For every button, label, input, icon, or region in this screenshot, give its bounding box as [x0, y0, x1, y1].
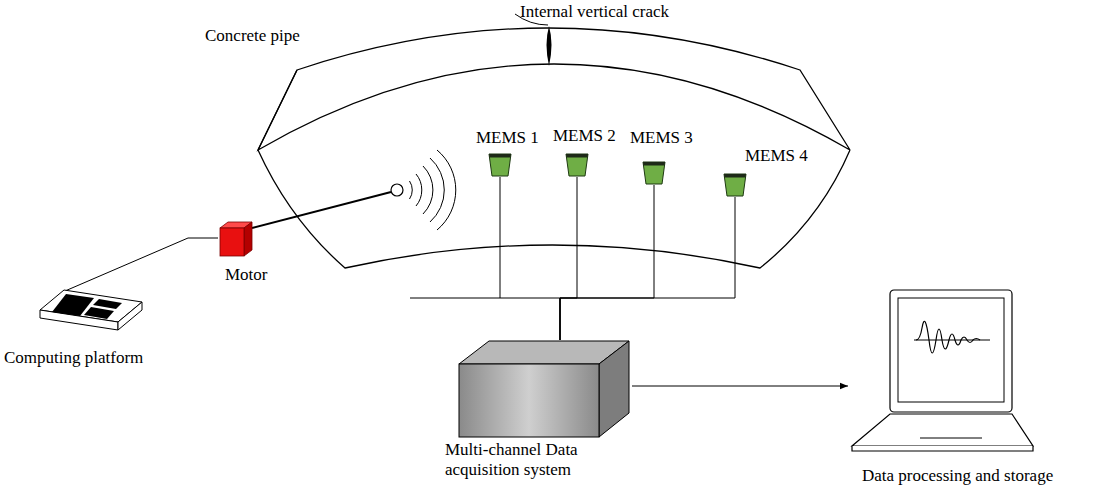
- daq-unit: Multi-channel Data acquisition system: [440, 336, 642, 482]
- mems-sensor: MEMS 2: [553, 126, 619, 180]
- node-label: Multi-channel Data acquisition system: [445, 440, 640, 480]
- sensor-symbol: [565, 153, 589, 177]
- crack-symbol: [547, 26, 552, 66]
- node-label: Concrete pipe: [205, 26, 300, 46]
- node-label: Computing platform: [4, 348, 143, 368]
- impact-head: [391, 184, 403, 196]
- sensor-symbol: [723, 173, 747, 197]
- pipe-outline: Concrete pipeMEMS 1 MEMS 2 MEMS 3 MEMS 4: [200, 0, 860, 275]
- signal-wire: [560, 197, 735, 340]
- daq-box: [458, 340, 630, 438]
- node-label: MEMS 3: [630, 128, 693, 148]
- sound-waves: [410, 150, 456, 230]
- node-label: MEMS 1: [476, 128, 539, 148]
- node-label: MEMS 2: [553, 126, 616, 146]
- signal-wire: [65, 238, 218, 291]
- signal-wire: [560, 185, 654, 340]
- signal-wire: [560, 177, 577, 340]
- mems-sensor: MEMS 1: [476, 128, 542, 180]
- signal-wire: [500, 177, 560, 340]
- node-label: Motor: [225, 265, 268, 285]
- motor-rod: [252, 192, 391, 228]
- laptop-symbol: [850, 288, 1034, 453]
- computing-platform: Computing platform: [4, 280, 184, 372]
- mems-sensor: MEMS 3: [630, 128, 696, 188]
- motor-cube: [218, 220, 254, 258]
- node-label: Data processing and storage: [862, 466, 1053, 486]
- sensor-symbol: [642, 161, 666, 185]
- wire-stub: [410, 298, 500, 299]
- data-arrow: [632, 386, 848, 387]
- sensor-symbol: [488, 153, 512, 177]
- mems-sensor: MEMS 4: [722, 146, 812, 198]
- node-label: MEMS 4: [745, 146, 808, 166]
- board-symbol: [38, 288, 144, 334]
- callout-label: Internal vertical crack: [520, 2, 669, 22]
- laptop: Data processing and storage: [846, 288, 1116, 488]
- motor: Motor: [218, 220, 278, 287]
